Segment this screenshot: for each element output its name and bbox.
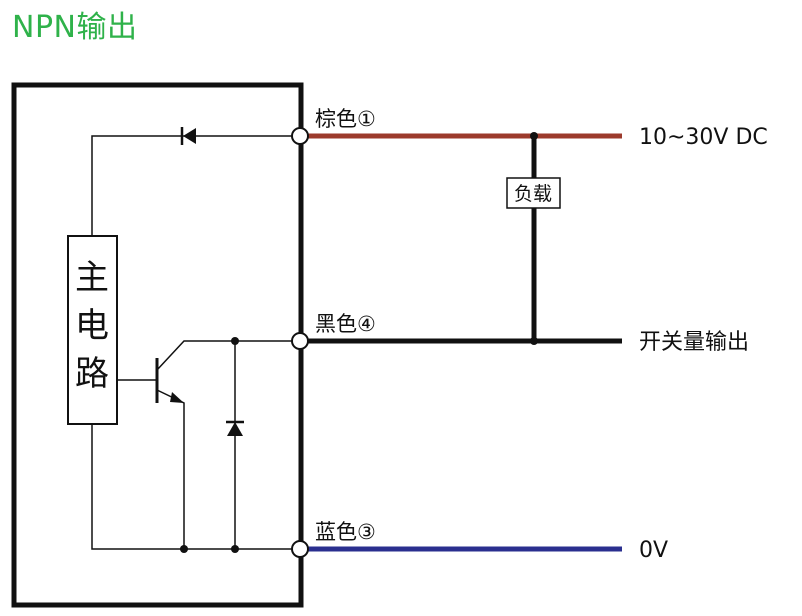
- sensor-housing: [11, 82, 304, 608]
- load-label: 负载: [514, 183, 552, 205]
- npn-transistor: [117, 340, 292, 549]
- load-junction-top: [530, 132, 538, 140]
- main-circuit-box: [67, 235, 118, 425]
- reverse-protection-diode: [180, 127, 196, 145]
- terminal-blue: [291, 540, 309, 558]
- emitter-junction: [180, 545, 188, 553]
- terminal-label-brown: 棕色①: [315, 107, 376, 131]
- diode-junction-bottom: [231, 545, 239, 553]
- main-circuit-char-1: 主: [75, 258, 109, 298]
- ground-internal-wire: [91, 424, 292, 550]
- diagram-title: NPN输出: [12, 10, 138, 45]
- terminal-label-blue: 蓝色③: [315, 520, 376, 544]
- output-label-ground: 0V: [639, 538, 668, 563]
- terminal-label-black: 黑色④: [315, 312, 376, 336]
- terminal-brown: [291, 127, 309, 145]
- load-box: [506, 177, 561, 209]
- main-circuit-char-3: 路: [75, 354, 109, 394]
- output-label-supply: 10~30V DC: [639, 125, 768, 150]
- main-circuit-char-2: 电: [75, 306, 109, 346]
- supply-internal-wire: [91, 135, 292, 236]
- diode-junction-top: [231, 337, 239, 345]
- output-protection-diode: [226, 420, 244, 436]
- load-junction-bottom: [530, 337, 538, 345]
- terminal-black: [291, 332, 309, 350]
- output-label-switch: 开关量输出: [639, 330, 749, 355]
